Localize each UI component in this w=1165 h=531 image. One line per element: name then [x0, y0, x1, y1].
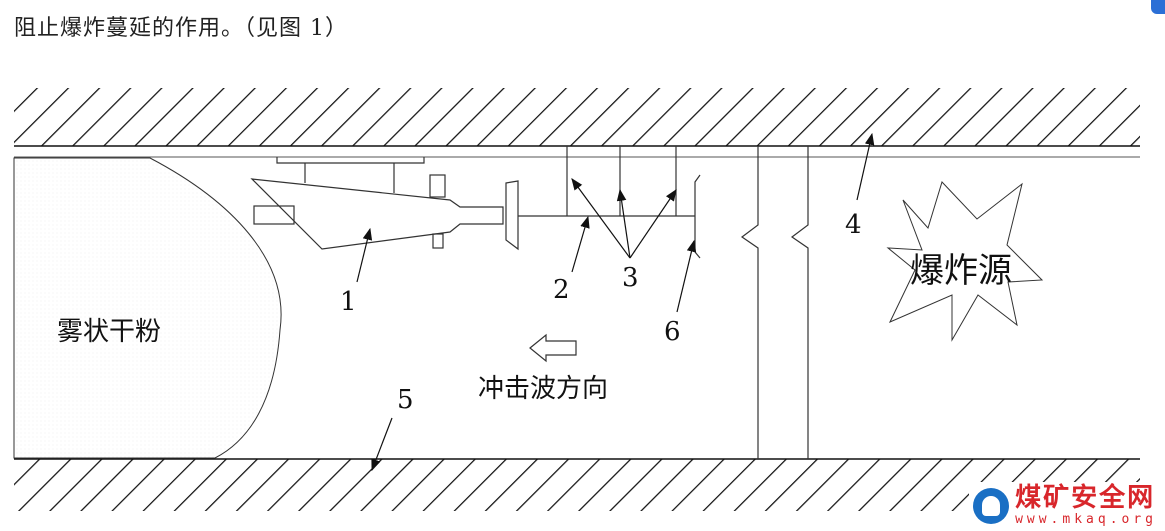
corner-badge-icon[interactable] [1151, 0, 1165, 14]
label-5: 5 [397, 385, 414, 415]
tunnel-floor [14, 458, 1140, 511]
explosion-star-icon [886, 181, 1044, 342]
tunnel-roof [14, 88, 1140, 158]
label-1: 1 [340, 287, 357, 317]
watermark-logo: 煤矿安全网 www.mkaq.org [969, 482, 1161, 529]
suppression-device [250, 146, 701, 259]
helmet-icon [973, 487, 1010, 524]
dry-powder-label: 雾状干粉 [57, 317, 161, 347]
label-4: 4 [845, 210, 862, 240]
caption-text: 阻止爆炸蔓延的作用。（见图 1） [14, 16, 348, 41]
dry-powder-cloud [13, 157, 282, 459]
explosion-source-label: 爆炸源 [910, 251, 1012, 291]
shock-wave-arrow-icon [529, 333, 577, 363]
barrier-wall [740, 146, 809, 459]
leader-arrows [356, 132, 875, 472]
shock-wave-label: 冲击波方向 [478, 374, 608, 404]
label-2: 2 [553, 275, 570, 305]
label-3: 3 [622, 263, 639, 293]
watermark-title: 煤矿安全网 [1015, 483, 1156, 513]
label-6: 6 [664, 317, 681, 347]
watermark-url: www.mkaq.org [1015, 512, 1157, 527]
